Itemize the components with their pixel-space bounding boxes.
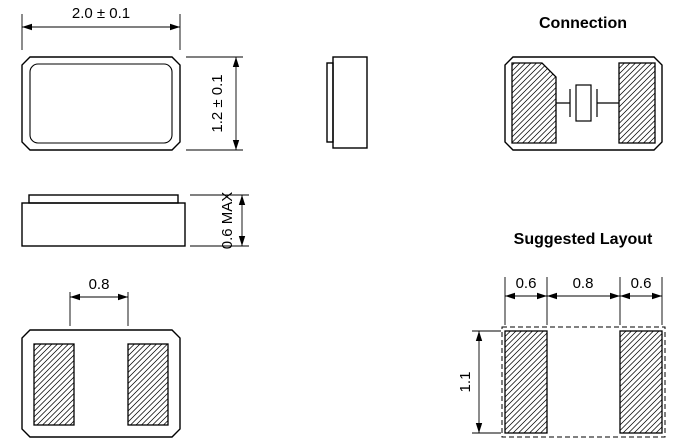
side-view-body — [332, 56, 368, 149]
top-view-package-outline — [21, 56, 181, 151]
side-view — [326, 56, 368, 149]
width-extension-lines — [21, 14, 181, 50]
bottom-view-right-pad — [127, 343, 169, 426]
crystal-symbol-leads — [556, 89, 619, 117]
bottom-view-package-outline — [21, 329, 181, 438]
pad-height-extension-lines — [472, 330, 501, 434]
front-view-lid — [28, 194, 179, 204]
connection-view: Connection — [504, 15, 663, 151]
side-view-flange — [326, 62, 334, 143]
suggested-layout-view: Suggested Layout 0.6 0.8 0.6 1.1 — [457, 231, 666, 438]
thickness-dim-text: 0.6 MAX — [219, 192, 236, 250]
layout-extension-lines — [504, 277, 663, 325]
suggested-layout-title: Suggested Layout — [514, 231, 653, 248]
layout-right-pad — [619, 330, 663, 434]
top-view-lid-outline — [29, 63, 173, 144]
crystal-symbol-body — [575, 84, 592, 122]
bottom-view-left-pad — [33, 343, 75, 426]
bottom-view: 0.8 — [21, 276, 181, 438]
pad-height-dim-text: 1.1 — [457, 372, 474, 393]
connection-package-outline — [504, 56, 663, 151]
height-dim-text: 1.2 ± 0.1 — [209, 74, 226, 132]
top-view: 2.0 ± 0.1 1.2 ± 0.1 — [21, 5, 243, 151]
connection-left-pad — [511, 62, 557, 144]
connection-title: Connection — [539, 15, 627, 32]
layout-courtyard-outline — [501, 326, 666, 438]
layout-left-pad — [504, 330, 548, 434]
layout-left-pad-dim-text: 0.6 — [516, 275, 537, 292]
front-view: 0.6 MAX — [21, 192, 249, 250]
layout-right-pad-dim-text: 0.6 — [631, 275, 652, 292]
pad-gap-dim-text: 0.8 — [89, 276, 110, 293]
layout-gap-dim-text: 0.8 — [573, 275, 594, 292]
width-dim-text: 2.0 ± 0.1 — [72, 5, 130, 22]
front-view-base — [21, 202, 186, 247]
connection-right-pad — [618, 62, 656, 144]
